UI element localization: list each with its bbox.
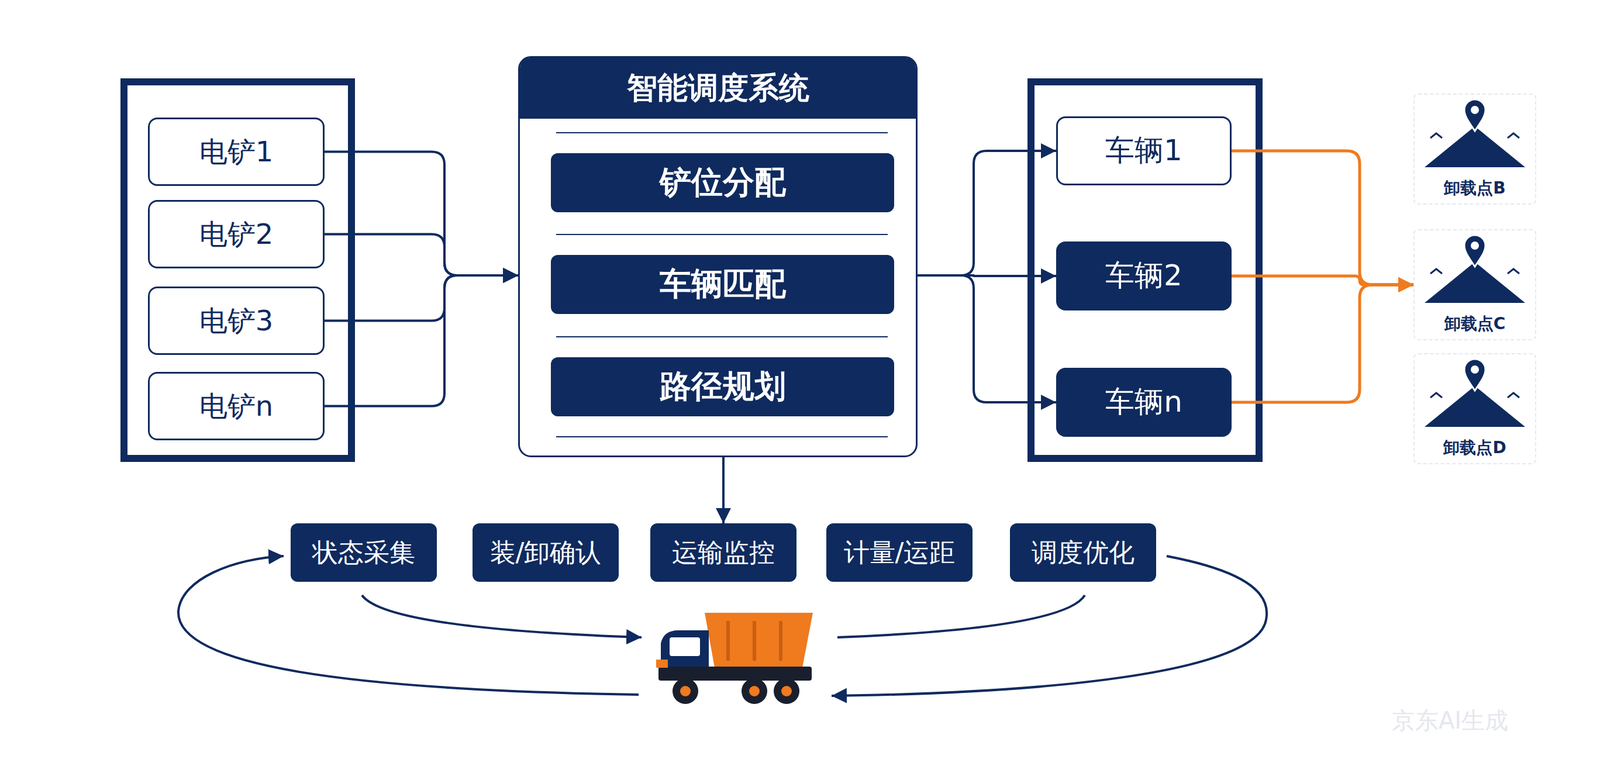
process-step: 路径规划 (550, 357, 895, 417)
function-box: 调度优化 (1009, 523, 1157, 582)
node-label: 车辆n (1105, 385, 1183, 420)
node-label: 路径规划 (659, 368, 786, 405)
function-box: 状态采集 (290, 523, 437, 582)
function-box: 计量/运距 (826, 523, 973, 582)
flow-arrow (324, 234, 519, 277)
flow-arrow (917, 150, 1057, 276)
node-label: 车辆1 (1105, 133, 1183, 168)
unload-icon (1416, 356, 1534, 432)
loop-curve (837, 595, 1085, 638)
panel-title: 智能调度系统 (626, 70, 810, 106)
vehicle-box: 车辆n (1056, 367, 1232, 437)
function-box: 运输监控 (650, 523, 797, 582)
node-label: 调度优化 (1031, 538, 1135, 568)
unload-point: 卸载点C (1413, 229, 1537, 341)
vehicle-box: 车辆1 (1056, 116, 1232, 186)
shovel-box: 电铲3 (147, 286, 325, 355)
node-label: 运输监控 (671, 538, 775, 568)
flow-arrow (324, 275, 519, 322)
node-label: 电铲n (199, 390, 274, 423)
unload-icon (1416, 97, 1534, 172)
dump-truck (656, 612, 813, 705)
unload-point: 卸载点B (1413, 93, 1537, 205)
function-box: 装/卸确认 (472, 523, 619, 582)
node-label: 卸载点B (1443, 178, 1506, 198)
node-label: 铲位分配 (659, 164, 786, 201)
system-panel: 智能调度系统铲位分配车辆匹配路径规划 (518, 56, 918, 458)
flow-arrow (1231, 150, 1414, 285)
unload-point: 卸载点D (1413, 353, 1537, 465)
flow-arrow (1231, 284, 1414, 403)
process-step: 车辆匹配 (550, 254, 895, 315)
node-label: 卸载点C (1444, 314, 1506, 334)
process-step: 铲位分配 (550, 153, 895, 213)
node-label: 状态采集 (312, 538, 416, 568)
flow-arrow (917, 275, 1057, 403)
unload-icon (1416, 232, 1534, 308)
vehicle-box: 车辆2 (1056, 241, 1232, 311)
watermark: 京东AI生成 (1391, 704, 1509, 737)
panel-header: 智能调度系统 (519, 57, 916, 119)
node-label: 计量/运距 (843, 538, 956, 568)
flow-arrow (324, 275, 519, 407)
shovel-box: 电铲n (147, 371, 325, 441)
node-label: 装/卸确认 (490, 538, 602, 568)
loop-curve (361, 595, 642, 638)
node-label: 电铲2 (199, 218, 274, 251)
flow-arrow (722, 457, 725, 524)
node-label: 车辆匹配 (659, 266, 786, 303)
node-label: 电铲3 (199, 304, 274, 337)
flow-arrow (324, 152, 519, 277)
node-label: 卸载点D (1443, 438, 1506, 458)
node-label: 电铲1 (199, 135, 274, 168)
node-label: 车辆2 (1105, 259, 1183, 293)
shovel-box: 电铲2 (147, 200, 325, 269)
shovel-box: 电铲1 (147, 117, 325, 186)
